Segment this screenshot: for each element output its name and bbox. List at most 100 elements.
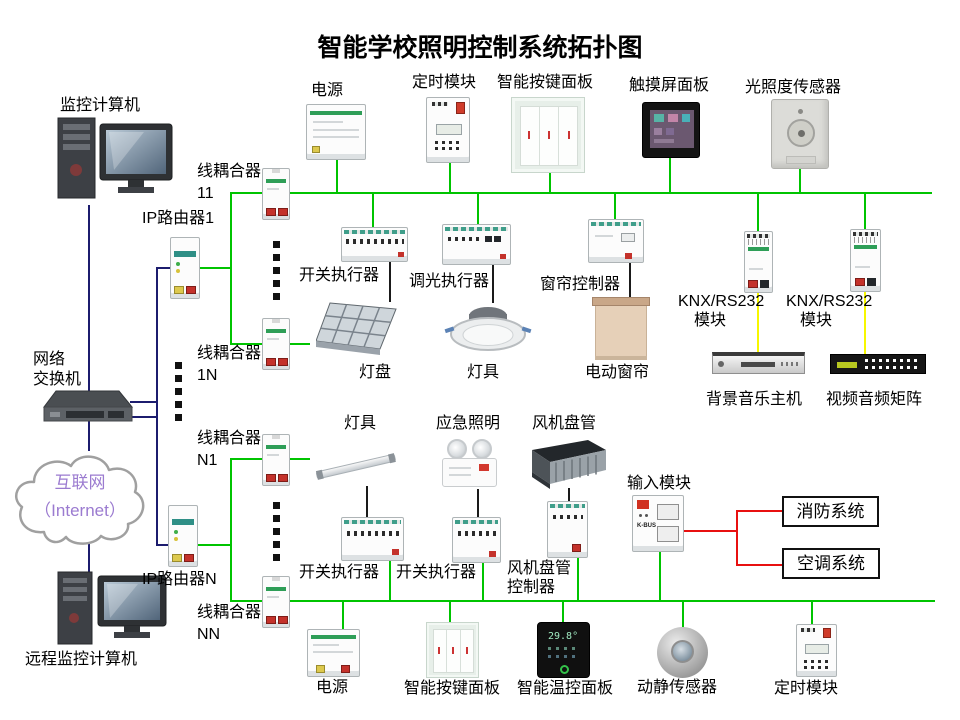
coupler-11-label-line2: 11 <box>197 185 214 202</box>
bus-stub <box>659 552 661 601</box>
bus-stub <box>682 600 684 628</box>
bus-stub <box>482 563 484 601</box>
timer-pins <box>801 628 815 632</box>
coupler-terminal <box>278 474 288 482</box>
actuator-mark <box>392 549 399 555</box>
router-terminal <box>186 286 196 294</box>
touch-screen <box>650 110 694 148</box>
controller-line <box>595 235 613 237</box>
knx1-label-line2: 模块 <box>694 312 727 329</box>
knx-bus-line <box>230 458 232 602</box>
knx1-label-line1: KNX/RS232 <box>678 293 765 310</box>
bus-stub <box>757 192 759 232</box>
dimmer-actuator-label: 调光执行器 <box>409 273 490 290</box>
actuator-comb <box>445 227 508 231</box>
emergency-light-icon <box>441 439 499 489</box>
host-knob <box>718 361 724 367</box>
thermostat-icons <box>548 647 580 650</box>
motor-curtain-icon <box>592 297 650 363</box>
device-link <box>389 262 391 302</box>
gateway-terminal <box>867 278 876 286</box>
sensor-eye-center <box>798 130 805 137</box>
emergency-lamp <box>447 439 467 459</box>
monitor-pc-icon <box>57 117 173 199</box>
curtain-controller-label: 窗帘控制器 <box>540 276 621 293</box>
device-link <box>492 265 494 303</box>
hvac-system-label: 空调系统 <box>797 554 865 573</box>
emergency-line <box>449 467 471 469</box>
switch-actuator-m2-label: 开关执行器 <box>396 564 477 581</box>
motion-sensor-icon <box>656 627 709 678</box>
gateway-pins <box>747 234 770 238</box>
bus-stub <box>449 600 451 623</box>
coupler-nn-label-line1: 线耦合器 <box>197 604 262 621</box>
line-coupler-11-icon <box>262 168 290 220</box>
coupler-terminal <box>278 208 288 216</box>
switch-actuator-m2-icon <box>452 517 501 563</box>
screen-tile <box>654 114 664 122</box>
actuator-comb <box>591 222 641 226</box>
thermostat-panel-icon: 29.8° <box>537 622 590 678</box>
power-terminal <box>312 146 320 153</box>
remote-pc-icon <box>57 571 167 645</box>
switch-actuator-m1-icon <box>341 517 404 561</box>
fan-coil-ctrl-label-line2: 控制器 <box>507 579 556 596</box>
power-line <box>313 136 359 138</box>
emergency-light-label: 应急照明 <box>436 415 501 432</box>
bus-stub <box>799 167 801 194</box>
actuator-dots <box>553 515 583 519</box>
timer-pins <box>432 102 448 106</box>
coupler-n1-label-line2: N1 <box>197 452 218 469</box>
device-link <box>629 263 631 297</box>
actuator-dots <box>458 531 496 536</box>
bgm-host-icon <box>712 352 805 374</box>
device-link <box>568 488 570 502</box>
coupler-notch <box>272 169 280 173</box>
screen-tile <box>682 114 690 122</box>
power-line <box>313 651 353 653</box>
ip-router-n-label: IP路由器N <box>142 571 217 588</box>
light-sensor-label: 光照度传感器 <box>745 79 842 96</box>
knx2-label-line2: 模块 <box>800 312 833 329</box>
host-buttons <box>781 362 801 366</box>
fire-system-label: 消防系统 <box>796 502 865 521</box>
actuator-mark <box>625 253 632 259</box>
light-sensor-icon <box>771 99 829 169</box>
bus-stub <box>372 192 374 228</box>
bus-stub <box>342 600 344 630</box>
host-tray <box>741 362 775 367</box>
coupler-terminal <box>266 358 276 366</box>
lan-line <box>130 416 158 418</box>
ip-router-1-label: IP路由器1 <box>142 210 215 227</box>
power-top-label: 电源 <box>311 82 344 99</box>
timer-red-knob <box>823 628 831 638</box>
motor-curtain-label: 电动窗帘 <box>585 364 650 381</box>
switch-actuator-top-label: 开关执行器 <box>299 267 380 284</box>
lan-line <box>88 421 90 451</box>
actuator-comb <box>344 230 405 234</box>
coupler-notch <box>272 577 280 581</box>
input-module-icon: K-BUS <box>632 495 684 552</box>
power-supply-top-icon <box>306 104 366 160</box>
downlight-label: 灯具 <box>467 364 500 381</box>
router-led <box>174 530 178 534</box>
lan-line <box>156 544 170 546</box>
continuation-dots <box>175 362 182 422</box>
router-band <box>172 519 194 525</box>
keypad-bottom-label: 智能按键面板 <box>404 680 501 697</box>
gateway-band <box>748 247 769 251</box>
keypad-panel-top-icon <box>511 97 585 173</box>
coupler-terminal <box>266 616 276 624</box>
curtain-rail <box>592 297 650 306</box>
keypad-led <box>528 131 530 139</box>
timer-module-top-icon <box>426 97 470 163</box>
power-band <box>311 635 356 639</box>
curtain-controller-icon <box>588 219 644 263</box>
thermostat-icons <box>548 655 580 658</box>
hvac-system-box: 空调系统 <box>782 548 880 579</box>
line-coupler-nn-icon <box>262 576 290 628</box>
coupler-line <box>267 596 279 598</box>
timer-buttons <box>435 141 463 144</box>
serial-link <box>757 293 759 352</box>
module-red-block <box>637 500 649 509</box>
